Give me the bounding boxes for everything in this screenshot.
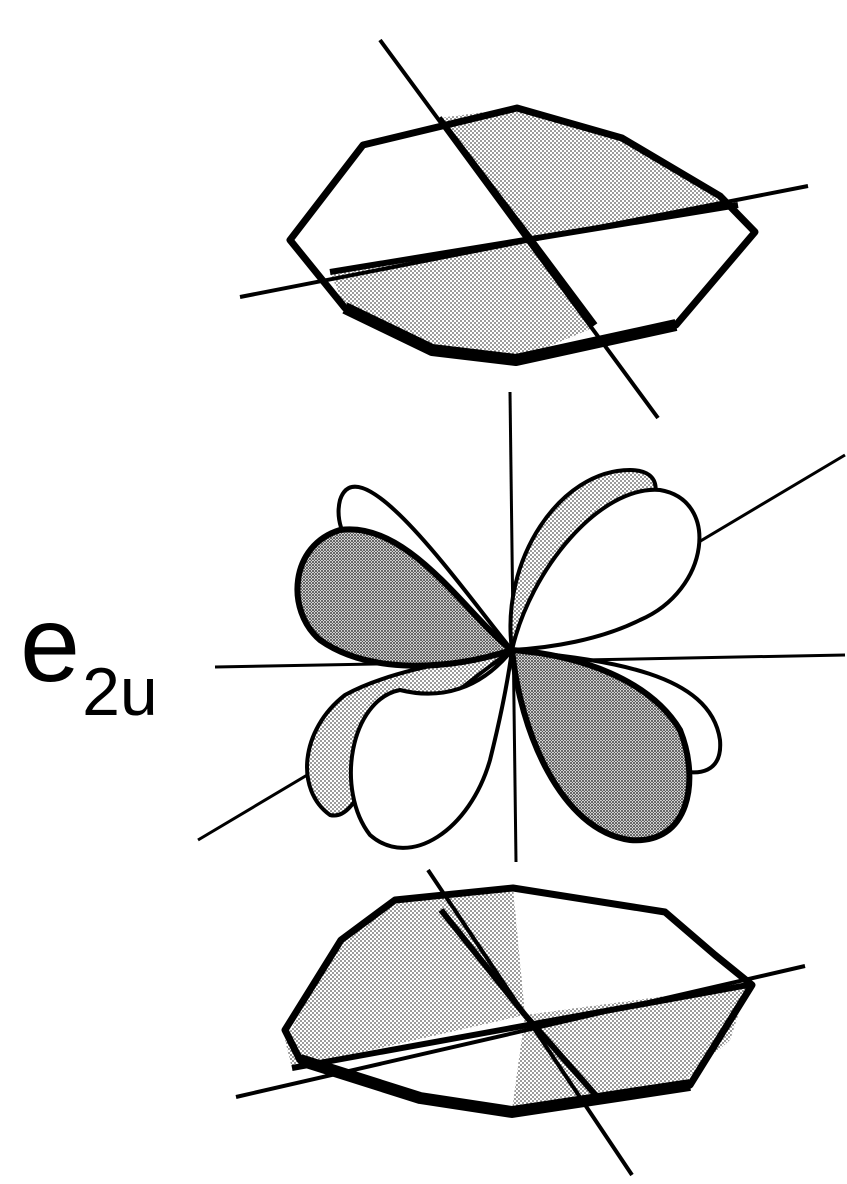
lobe-upper-left-front (297, 529, 512, 665)
orbital-symmetry-label: e2u (20, 590, 158, 726)
label-symbol: e (20, 583, 80, 704)
top-ring (240, 40, 808, 418)
label-subscript: 2u (82, 654, 158, 730)
top-ring-shaded-quadrant-front (330, 238, 595, 360)
bottom-ring (236, 870, 805, 1175)
central-orbital (198, 392, 845, 862)
